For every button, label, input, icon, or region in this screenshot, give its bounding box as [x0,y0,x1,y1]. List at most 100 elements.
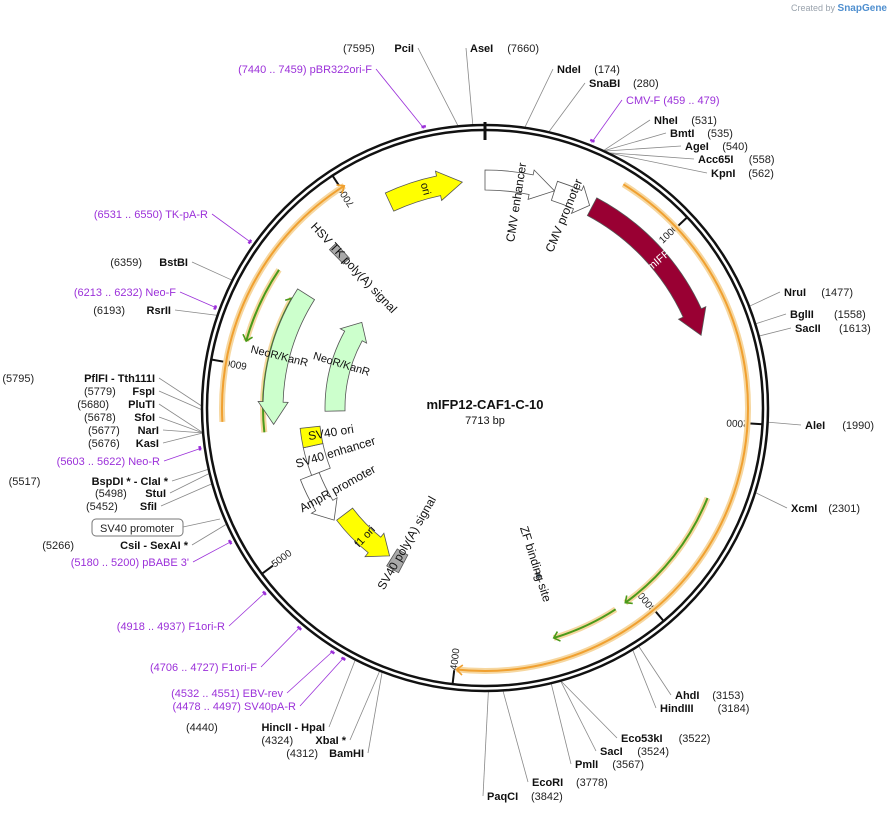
site-leader [162,429,203,434]
cut-site-name: Eco53kI [621,733,663,745]
cut-site-name: NarI [138,425,159,437]
cut-site-position: (535) [707,128,733,140]
cut-site-name: SnaBI [589,78,620,90]
cut-site-position: (7660) [507,43,539,55]
cut-site-name: AseI [470,43,493,55]
plasmid-name: mIFP12-CAF1-C-10 [426,397,543,412]
cut-site-name: BmtI [670,128,694,140]
site-leader [561,681,618,739]
sv40-promoter-box: SV40 promoter [91,518,221,537]
site-leader [169,473,209,494]
primer-label-5180-5200-pbabe-3: (5180 .. 5200) pBABE 3' [71,557,189,569]
cut-site-paqci: PaqCI(3842) [487,791,563,803]
cut-site-position: (1613) [839,323,871,335]
site-leader [755,492,788,509]
site-leader [604,132,667,151]
cut-site-name: KasI [136,438,159,450]
cut-site-sfoi: SfoI (5678) [84,412,155,424]
cut-site-bspdi-clai: BspDI * - ClaI *(5517) [9,476,169,488]
cut-site-saci: SacI(3524) [600,746,669,758]
cut-site-position: (5678) [84,412,116,424]
site-leader [548,82,586,132]
cut-site-stui: StuI(5498) [95,488,166,500]
primer-mark [421,124,427,129]
tick-label-4000: 4000 [449,647,463,671]
cut-site-alei: AleI (1990) [805,420,874,432]
site-leader [158,390,202,410]
orf-arc [245,269,280,342]
cut-site-ecori: EcoRI (3778) [532,777,608,789]
cut-site-position: (531) [691,115,717,127]
cut-site-bamhi: BamHI(4312) [286,748,364,760]
orf-arrowhead [455,664,464,676]
cut-site-position: (1477) [821,287,853,299]
cut-site-position: (558) [749,154,775,166]
primer-label-cmv-f-459-479: CMV-F (459 .. 479) [626,95,720,107]
cut-site-name: EcoRI [532,777,563,789]
primer-label-4706-4727-f1ori-f: (4706 .. 4727) F1ori-F [150,662,257,674]
site-leader [502,691,529,783]
cut-site-name: PmlI [575,759,598,771]
primer-mark [329,650,336,655]
cut-site-position: (7595) [343,43,375,55]
orf-arrowhead [336,184,346,194]
site-leader [162,432,203,444]
cut-site-eco53ki: Eco53kI(3522) [621,733,710,745]
cut-site-name: SfoI [134,412,155,424]
cut-site-name: NruI [784,287,806,299]
cut-site-acc65i: Acc65I(558) [698,154,774,166]
primer-leader [228,591,267,627]
tick-1000 [676,216,688,228]
orf-halo [552,606,618,641]
cut-site-bstbi: BstBI(6359) [110,257,188,269]
cut-site-pflfi-tth111i: PflFI - Tth111I(5795) [2,373,155,385]
site-leader [610,152,708,174]
primer-label-4918-4937-f1ori-r: (4918 .. 4937) F1ori-R [117,621,225,633]
cut-site-name: PaqCI [487,791,518,803]
site-leader [417,47,459,126]
snapgene-watermark: Created by SnapGene [790,3,887,14]
site-leader [524,68,554,128]
cut-site-name: AleI [805,420,825,432]
primer-leader [375,68,425,129]
cut-site-nhei: NheI(531) [654,115,717,127]
primer-label-6213-6232-neo-f: (6213 .. 6232) Neo-F [74,287,176,299]
feature-sv40-ori [299,425,324,449]
cut-site-name: StuI [145,488,166,500]
feature-ori [384,170,464,212]
feature-ampr-promoter [299,471,338,521]
cut-site-name: PflFI - Tth111I [84,373,155,385]
primer-leader [591,99,623,143]
site-leader [465,47,474,125]
cut-site-position: (5517) [9,476,41,488]
cut-site-position: (1990) [842,420,874,432]
site-leader [482,691,489,797]
orf-halo [456,181,751,674]
site-leader [759,327,792,337]
site-leader [560,681,597,752]
cut-site-name: CsiI - SexAI * [120,540,189,552]
cut-site-agei: AgeI(540) [685,141,748,153]
cut-site-position: (2301) [828,503,860,515]
cut-site-xbai: XbaI *(4324) [261,735,346,747]
cut-site-position: (3153) [712,690,744,702]
primer-label-6531-6550-tk-pa-r: (6531 .. 6550) TK-pA-R [94,209,208,221]
cut-site-pcii: PciI(7595) [343,43,414,55]
feature-neor-kanr [324,321,368,412]
site-leader [171,469,208,482]
cut-site-kasi: KasI(5676) [88,438,159,450]
site-leader [158,416,203,434]
cut-site-position: (5779) [84,386,116,398]
cut-site-position: (3778) [576,777,608,789]
site-leader [158,403,203,433]
orf-arrowhead [242,333,253,343]
cut-site-name: SacII [795,323,821,335]
cut-site-position: (1558) [834,309,866,321]
cut-site-name: XcmI [791,503,817,515]
orf-arc [456,183,749,672]
cut-site-hincii-hpai: HincII - HpaI(4440) [186,722,325,734]
plasmid-size: 7713 bp [465,415,505,427]
cut-site-name: BglII [790,309,814,321]
site-leader [174,309,217,316]
tick-6000 [211,358,226,363]
